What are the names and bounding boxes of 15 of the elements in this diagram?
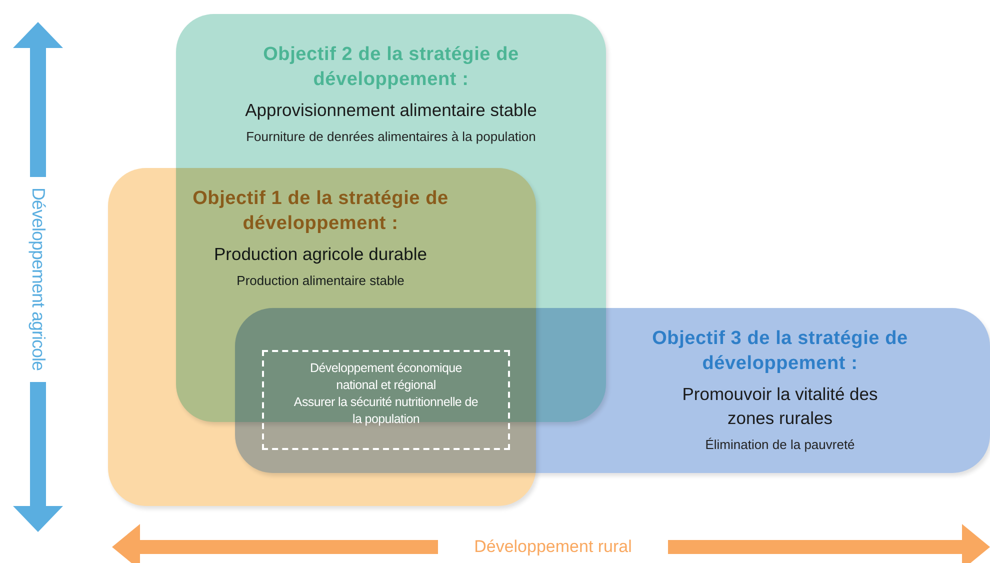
dashed-frame <box>262 350 510 450</box>
axis-label: Développement agricole <box>28 187 48 371</box>
axis-label: Développement rural <box>474 537 632 557</box>
objective-heading: Objectif 2 de la stratégie de développement : <box>262 43 520 92</box>
objective-title: Approvisionnement alimentaire stable <box>244 99 538 122</box>
objective-subtitle: Élimination de la pauvreté <box>704 436 856 454</box>
objective-title: Promouvoir la vitalité des zones rurales <box>681 383 879 430</box>
objective-panel <box>235 308 990 473</box>
goal-text: Développement économique national et régional <box>309 360 463 394</box>
objective-title: Production agricole durable <box>212 243 428 266</box>
objective-subtitle: Fourniture de denrées alimentaires à la population <box>245 128 537 146</box>
goal-text: Assurer la sécurité nutritionnelle de la population <box>294 394 478 428</box>
objective-heading: Objectif 1 de la stratégie de développement : <box>192 187 450 236</box>
objective-heading: Objectif 3 de la stratégie de développement : <box>651 327 909 376</box>
objective-subtitle: Production alimentaire stable <box>236 272 406 290</box>
